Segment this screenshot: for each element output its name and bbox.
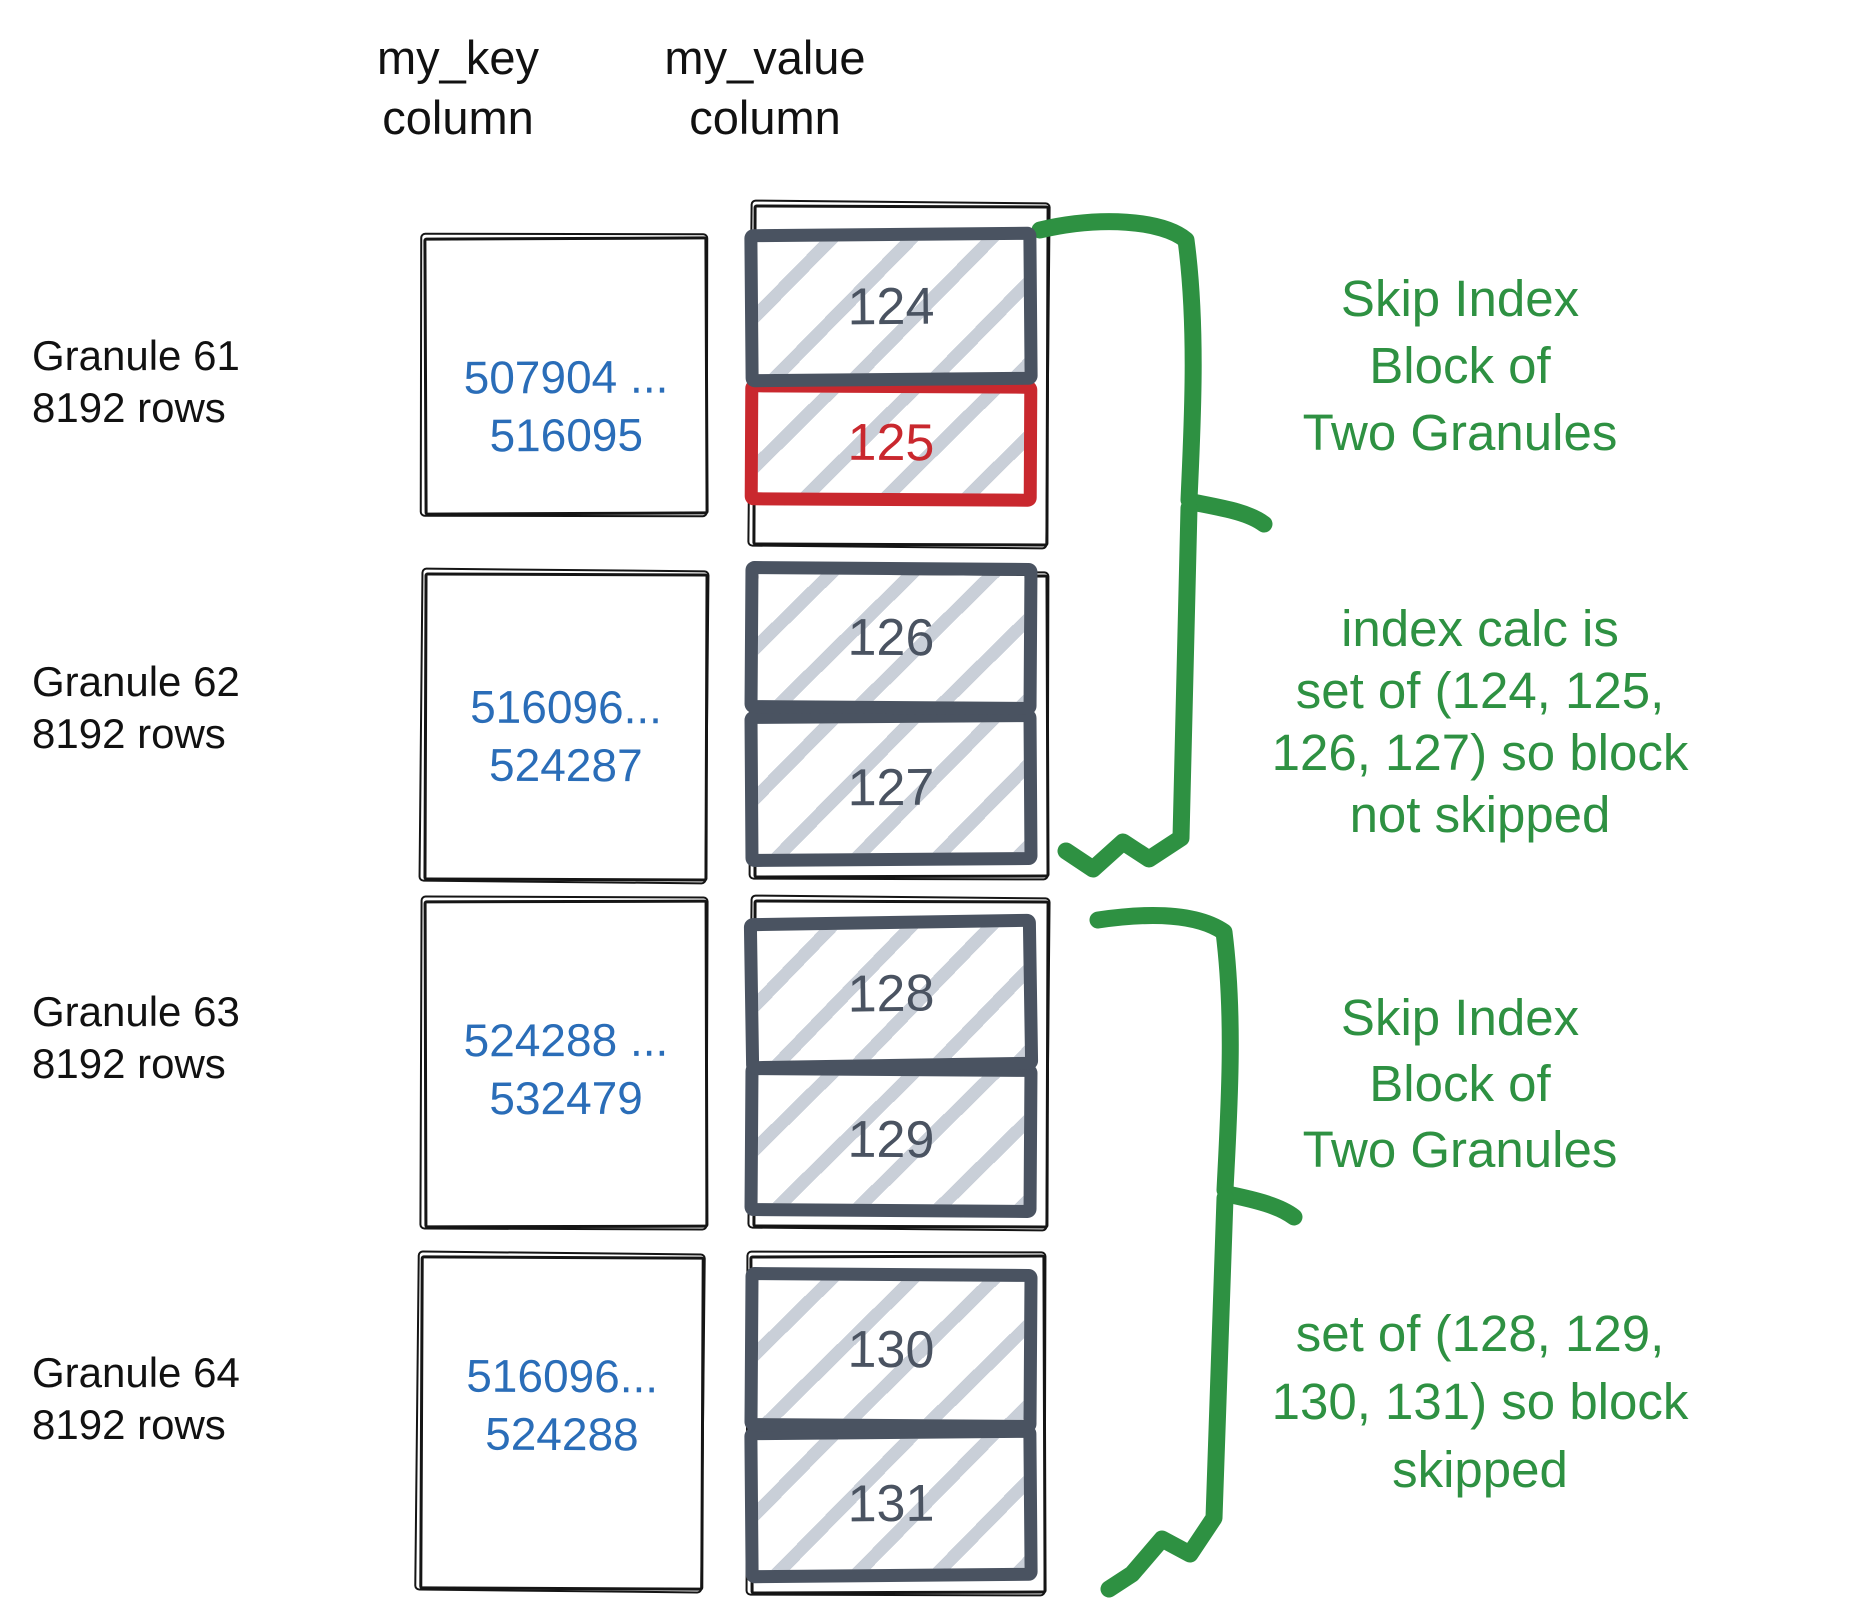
- key-range-granule-61: 507904 ... 516095: [427, 347, 706, 464]
- value-header-line1: my_value: [664, 31, 866, 84]
- granule-61-name: Granule 61: [32, 332, 240, 379]
- value-block-126: 126: [744, 560, 1038, 716]
- granule-62-rows: 8192 rows: [32, 710, 226, 757]
- key-header-line2: column: [382, 91, 534, 144]
- key-range-63-line1: 524288 ...: [463, 1013, 669, 1067]
- block-126-label: 126: [847, 608, 935, 668]
- annotation-3-line2: Block of: [1369, 1055, 1551, 1112]
- granule-63-label: Granule 63 8192 rows: [32, 986, 332, 1090]
- key-range-61-line2: 516095: [489, 408, 644, 462]
- annotation-2-line4: not skipped: [1349, 786, 1611, 843]
- key-range-granule-63: 524288 ... 532479: [427, 1011, 705, 1128]
- value-block-125-highlighted: 125: [744, 379, 1038, 507]
- value-block-128: 128: [743, 913, 1039, 1075]
- annotation-3-line3: Two Granules: [1302, 1121, 1618, 1178]
- annotation-2-line2: set of (124, 125,: [1295, 662, 1665, 719]
- annotation-1-line1: Skip Index: [1340, 270, 1580, 327]
- key-range-63-line2: 532479: [489, 1071, 643, 1125]
- key-header-line1: my_key: [377, 31, 539, 84]
- block-127-label: 127: [847, 758, 935, 818]
- block-131-label: 131: [847, 1474, 935, 1534]
- value-block-129: 129: [744, 1061, 1038, 1219]
- granule-64-rows: 8192 rows: [32, 1401, 226, 1448]
- key-range-62-line2: 524287: [489, 738, 643, 792]
- annotation-3-line1: Skip Index: [1340, 989, 1580, 1046]
- key-range-granule-64: 516096... 524288: [423, 1346, 702, 1463]
- annotation-4-line3: skipped: [1392, 1441, 1568, 1498]
- key-box-granule-63: 524288 ... 532479: [423, 899, 709, 1229]
- annotation-2-line3: 126, 127) so block: [1271, 724, 1689, 781]
- block-124-label: 124: [847, 277, 935, 337]
- block-128-label: 128: [847, 964, 935, 1024]
- granule-63-name: Granule 63: [32, 988, 240, 1035]
- block-125-label: 125: [847, 413, 935, 473]
- annotation-2-line1: index calc is: [1341, 600, 1619, 657]
- key-box-granule-64: 516096... 524288: [419, 1255, 705, 1591]
- value-block-127: 127: [744, 708, 1038, 868]
- granule-62-label: Granule 62 8192 rows: [32, 656, 332, 760]
- key-range-62-line1: 516096...: [470, 680, 663, 734]
- annotation-4-line2: 130, 131) so block: [1271, 1373, 1689, 1430]
- granule-61-label: Granule 61 8192 rows: [32, 330, 332, 434]
- annotation-skip-block-1: Skip Index Block of Two Granules: [1150, 265, 1770, 466]
- key-range-64-line2: 524288: [485, 1407, 639, 1461]
- key-column-header: my_key column: [308, 28, 608, 148]
- annotation-index-calc-not-skipped: index calc is set of (124, 125, 126, 127…: [1125, 598, 1835, 846]
- value-block-124: 124: [744, 226, 1038, 388]
- granule-62-name: Granule 62: [32, 658, 240, 705]
- annotation-skipped: set of (128, 129, 130, 131) so block ski…: [1125, 1300, 1835, 1504]
- annotation-4-line1: set of (128, 129,: [1295, 1305, 1665, 1362]
- key-box-granule-62: 516096... 524287: [423, 572, 709, 882]
- granule-64-name: Granule 64: [32, 1349, 240, 1396]
- key-box-granule-61: 507904 ... 516095: [423, 236, 709, 516]
- value-header-line2: column: [689, 91, 841, 144]
- annotation-1-line2: Block of: [1369, 337, 1551, 394]
- annotation-1-line3: Two Granules: [1302, 404, 1618, 461]
- value-block-131: 131: [744, 1424, 1038, 1584]
- granule-63-rows: 8192 rows: [32, 1040, 226, 1087]
- key-range-61-line1: 507904 ...: [463, 350, 669, 404]
- key-range-64-line1: 516096...: [466, 1349, 659, 1403]
- granule-64-label: Granule 64 8192 rows: [32, 1347, 332, 1451]
- granule-61-rows: 8192 rows: [32, 384, 226, 431]
- block-130-label: 130: [847, 1320, 935, 1380]
- value-block-130: 130: [744, 1266, 1038, 1434]
- value-column-header: my_value column: [615, 28, 915, 148]
- annotation-skip-block-2: Skip Index Block of Two Granules: [1150, 985, 1770, 1183]
- key-range-granule-62: 516096... 524287: [427, 678, 705, 795]
- block-129-label: 129: [847, 1110, 935, 1170]
